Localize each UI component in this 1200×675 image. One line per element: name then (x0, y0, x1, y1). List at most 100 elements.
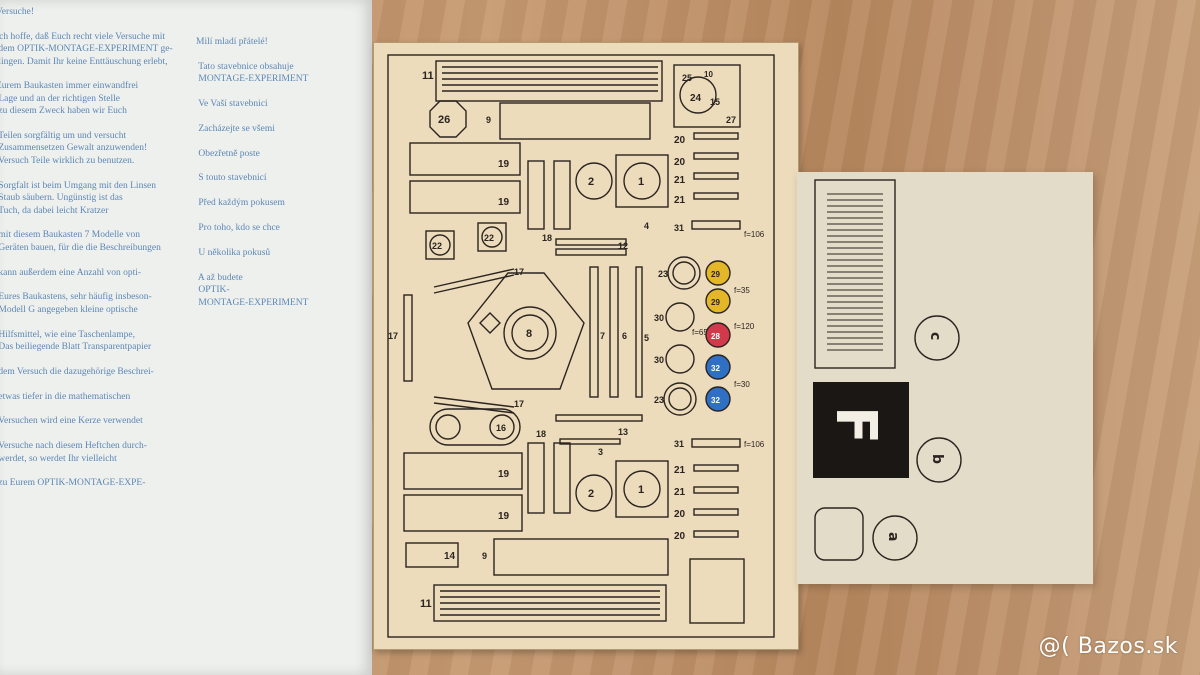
label-9-bottom: 9 (482, 551, 487, 561)
label-1-bottom: 1 (638, 484, 644, 496)
part-11-bottom: 11 (420, 584, 667, 622)
label-31-bottom: 31 (674, 439, 684, 449)
label-15: 15 (710, 97, 720, 107)
label-1-top: 1 (638, 176, 644, 188)
letter-b: b (929, 454, 945, 464)
parts-5-6-7: 7 6 5 (589, 266, 649, 398)
label-8: 8 (526, 328, 532, 340)
letter-a: a (885, 532, 901, 541)
transparency-sheet: c F b a (797, 172, 1093, 584)
part-1-top: 1 (615, 154, 669, 208)
label-30a: 30 (654, 313, 664, 323)
rounded-square (814, 507, 864, 561)
part-18-bottom: 18 (527, 429, 571, 514)
part-19-blocks: 19 19 (409, 142, 521, 214)
focal-30: f=30 (734, 380, 750, 389)
part-17: 17 17 17 (388, 267, 524, 414)
parts-sheet: 11 25 24 15 10 27 26 9 19 19 18 2 (373, 42, 799, 650)
label-27: 27 (726, 115, 736, 125)
label-13: 13 (618, 427, 628, 437)
label-10: 10 (704, 70, 713, 79)
circle-c: c (914, 315, 960, 361)
label-26: 26 (438, 114, 450, 126)
label-16: 16 (496, 423, 506, 433)
label-32b: 32 (711, 396, 720, 405)
part-2-bottom: 2 (575, 474, 613, 512)
label-20d: 20 (674, 531, 686, 542)
label-18-bottom: 18 (536, 429, 546, 439)
grating-lines (827, 193, 883, 351)
part-13: 13 3 (555, 414, 643, 457)
label-14: 14 (444, 551, 456, 562)
label-19d: 19 (498, 511, 510, 522)
czech-instructions-text: Milí mladí přátelé! Tato stavebnice obsa… (196, 37, 309, 308)
label-6: 6 (622, 331, 627, 341)
blank-square (689, 558, 745, 624)
parts-20-21-top: 20 20 21 21 (674, 132, 739, 206)
bazos-watermark: @( Bazos.sk (1038, 634, 1178, 659)
circle-a: a (872, 515, 918, 561)
lens-rings: 23 30 30 23 f=65 (654, 256, 708, 416)
part-11-top: 11 (422, 60, 663, 102)
label-21a: 21 (674, 175, 686, 186)
focal-106-top: f=106 (744, 230, 765, 239)
label-29a: 29 (711, 270, 720, 279)
label-22b: 22 (484, 233, 494, 243)
label-32a: 32 (711, 364, 720, 373)
part-19-bottom: 19 19 (403, 452, 523, 532)
letter-f: F (823, 406, 888, 444)
focal-65: f=65 (692, 328, 708, 337)
black-f-square: F (813, 382, 909, 478)
label-21c: 21 (674, 465, 686, 476)
label-5: 5 (644, 333, 649, 343)
label-20b: 20 (674, 157, 686, 168)
label-18-top: 18 (542, 233, 552, 243)
label-20a: 20 (674, 135, 686, 146)
transparency-diagram: c F b a (813, 179, 962, 561)
label-21b: 21 (674, 195, 686, 206)
label-31-top: 31 (674, 223, 684, 233)
label-29b: 29 (711, 298, 720, 307)
label-17a: 17 (514, 267, 524, 277)
part-26: 26 (429, 100, 467, 138)
label-2-top: 2 (588, 176, 594, 188)
label-19b: 19 (498, 197, 510, 208)
label-30b: 30 (654, 355, 664, 365)
label-23b: 23 (654, 395, 664, 405)
part-18-top: 18 (527, 160, 571, 243)
label-19c: 19 (498, 469, 510, 480)
grating-frame (814, 179, 896, 369)
part-1-bottom: 1 (615, 460, 669, 518)
label-19a: 19 (498, 159, 510, 170)
part-9-top: 9 (486, 102, 651, 140)
label-11-bottom: 11 (420, 598, 432, 610)
label-2-bottom: 2 (588, 488, 594, 500)
label-7: 7 (600, 331, 605, 341)
focal-120: f=120 (734, 322, 755, 331)
part-14: 14 (405, 542, 459, 568)
label-17b: 17 (514, 399, 524, 409)
part-31-top: 31 f=106 (674, 220, 765, 239)
label-12: 12 (618, 241, 628, 251)
part-16: 16 (429, 408, 521, 446)
label-22a: 22 (432, 241, 442, 251)
label-24: 24 (690, 93, 702, 104)
label-11-top: 11 (422, 70, 434, 82)
part-22: 22 22 (425, 222, 507, 260)
focal-35: f=35 (734, 286, 750, 295)
label-17c: 17 (388, 331, 398, 341)
colored-lenses: 29 29 28 32 32 f=35 f=120 f=30 (705, 260, 755, 412)
part-12: 12 4 (555, 221, 649, 256)
instruction-page: Versuche! Ich hoffe, daß Euch recht viel… (0, 0, 372, 675)
letter-c: c (927, 332, 943, 340)
label-3: 3 (598, 447, 603, 457)
part-2-top: 2 (575, 162, 613, 200)
part-24-25-box: 25 24 15 10 27 (673, 64, 741, 128)
parts-diagram: 11 25 24 15 10 27 26 9 19 19 18 2 (387, 54, 775, 638)
parts-20-21-bottom: 31 f=106 21 21 20 20 (674, 438, 765, 542)
part-9-bottom: 9 (482, 538, 669, 576)
label-28: 28 (711, 332, 720, 341)
label-4: 4 (644, 221, 649, 231)
label-25: 25 (682, 73, 692, 83)
focal-106-bottom: f=106 (744, 440, 765, 449)
